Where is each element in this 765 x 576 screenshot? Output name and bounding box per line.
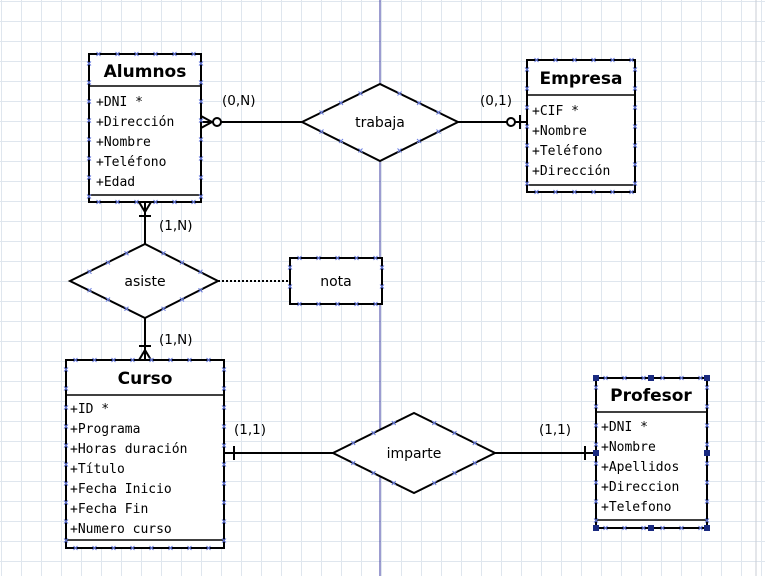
crowfoot-zero-many-alumnos [200,115,222,129]
relationship-trabaja[interactable]: trabaja [299,82,461,163]
attribute-alumnos-direccion: +Dirección [96,115,174,130]
attribute-alumnos-dni: +DNI * [96,95,143,110]
card-curso-asiste: (1,N) [159,332,193,348]
attribute-profesor-telefono: +Telefono [601,500,671,515]
relationship-imparte[interactable]: imparte [330,411,498,495]
attribute-curso-programa: +Programa [70,422,140,437]
resize-handle-se[interactable] [704,525,710,531]
attribute-nota-label: nota [320,274,352,290]
attribute-empresa-telefono: +Teléfono [532,144,602,159]
entity-alumnos-title: Alumnos [104,62,187,82]
entity-alumnos[interactable]: Alumnos +DNI * +Dirección +Nombre +Teléf… [88,53,202,203]
attribute-curso-numero: +Numero curso [70,522,172,537]
attribute-alumnos-telefono: +Teléfono [96,155,166,170]
attribute-profesor-nombre: +Nombre [601,440,656,455]
attribute-box-nota[interactable]: nota [289,257,383,305]
relationship-asiste-label: asiste [124,274,165,290]
card-alumnos-trabaja: (0,N) [222,93,256,109]
resize-handle-nw[interactable] [593,375,599,381]
attribute-curso-fecha-fin: +Fecha Fin [70,502,148,517]
resize-handle-sw[interactable] [593,525,599,531]
attribute-curso-id: +ID * [70,402,109,417]
attribute-empresa-direccion: +Dirección [532,164,610,179]
attribute-curso-titulo: +Título [70,462,125,477]
entity-profesor[interactable]: Profesor +DNI * +Nombre +Apellidos +Dire… [595,377,708,529]
attribute-profesor-direccion: +Direccion [601,480,679,495]
resize-handle-e[interactable] [704,450,710,456]
entity-curso-title: Curso [118,369,173,389]
attribute-profesor-dni: +DNI * [601,420,648,435]
resize-handle-w[interactable] [593,450,599,456]
relationship-trabaja-label: trabaja [355,115,405,131]
entity-curso[interactable]: Curso +ID * +Programa +Horas duración +T… [65,359,225,549]
card-empresa-trabaja: (0,1) [480,93,512,109]
card-curso-imparte: (1,1) [234,422,266,438]
relationship-asiste[interactable]: asiste [67,242,221,320]
resize-handle-ne[interactable] [704,375,710,381]
attribute-alumnos-nombre: +Nombre [96,135,151,150]
relationship-imparte-label: imparte [387,446,442,462]
resize-handle-n[interactable] [648,375,654,381]
selection-handles-profesor[interactable] [593,375,710,531]
attribute-empresa-nombre: +Nombre [532,124,587,139]
attribute-profesor-apellidos: +Apellidos [601,460,679,475]
attribute-curso-horas: +Horas duración [70,442,187,457]
attribute-empresa-cif: +CIF * [532,104,579,119]
connection-point-markers [63,51,710,551]
entity-empresa[interactable]: Empresa +CIF * +Nombre +Teléfono +Direcc… [526,59,636,193]
card-alumnos-asiste: (1,N) [159,218,193,234]
entity-profesor-title: Profesor [610,386,692,406]
attribute-alumnos-edad: +Edad [96,175,135,190]
resize-handle-s[interactable] [648,525,654,531]
card-profesor-imparte: (1,1) [539,422,571,438]
entity-empresa-title: Empresa [540,69,623,89]
zero-one-marker-empresa [506,115,521,129]
attribute-curso-fecha-inicio: +Fecha Inicio [70,482,172,497]
crowfoot-one-many-alumnos [138,201,152,217]
